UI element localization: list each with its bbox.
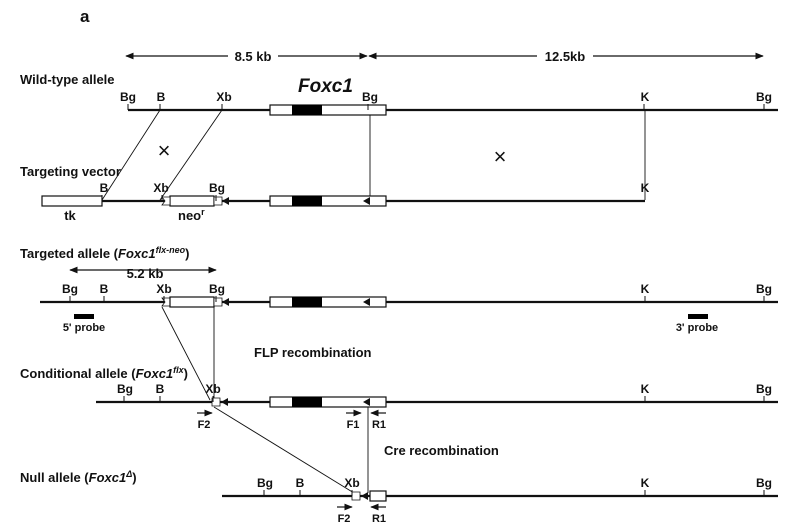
- frt-site: [213, 196, 223, 206]
- crossover-line: [101, 109, 161, 201]
- neo-label: neor: [178, 207, 205, 223]
- primer-label-f2: F2: [338, 513, 351, 525]
- loxp-site: [222, 197, 229, 205]
- loxp-site: [222, 298, 229, 306]
- panel-label: a: [80, 7, 90, 26]
- row-label-wild-type: Wild-type allele: [20, 72, 115, 87]
- gene-name: Foxc1: [298, 76, 353, 97]
- tk-label: tk: [64, 208, 76, 223]
- site-bg: Bg: [756, 282, 772, 296]
- wild-type-exon: [269, 104, 387, 116]
- targeting-exon: [269, 195, 387, 207]
- wild-type-exon-core: [292, 105, 322, 115]
- five-prime-probe: [74, 314, 94, 319]
- primer-label-f2: F2: [198, 419, 211, 431]
- row-label-targeted-allele: Targeted allele (Foxc1flx-neo): [20, 245, 189, 261]
- three-prime-probe: [688, 314, 708, 319]
- crossover-symbol: ×: [494, 144, 507, 169]
- targeted-exon-core: [292, 297, 322, 307]
- site-bg: Bg: [117, 382, 133, 396]
- site-b: B: [156, 382, 165, 396]
- three-prime-probe-label: 3' probe: [676, 322, 718, 334]
- frt-site: [213, 297, 223, 307]
- loxp-site: [363, 398, 370, 406]
- site-k: K: [641, 282, 650, 296]
- site-bg: Bg: [209, 282, 225, 296]
- site-xb: Xb: [344, 476, 359, 490]
- site-b: B: [157, 90, 166, 104]
- row-label-null-allele: Null allele (Foxc1Δ): [20, 469, 137, 485]
- tk-cassette: [41, 195, 103, 207]
- site-k: K: [641, 181, 650, 195]
- loxp-site: [363, 298, 370, 306]
- flp-recombination-label: FLP recombination: [254, 345, 372, 360]
- frt-site: [161, 196, 171, 206]
- targeting-exon-core: [292, 196, 322, 206]
- dimension-label-left: 8.5 kb: [235, 49, 272, 64]
- site-bg: Bg: [209, 181, 225, 195]
- site-k: K: [641, 476, 650, 490]
- conditional-exon: [269, 396, 387, 408]
- neo-cassette: [169, 195, 215, 207]
- site-xb: Xb: [156, 282, 171, 296]
- site-k: K: [641, 90, 650, 104]
- row-label-conditional-allele: Conditional allele (Foxc1flx): [20, 365, 188, 381]
- site-b: B: [100, 282, 109, 296]
- primer-label-r1: R1: [372, 419, 386, 431]
- crossover-line: [159, 109, 223, 201]
- site-bg: Bg: [257, 476, 273, 490]
- site-xb: Xb: [153, 181, 168, 195]
- site-bg: Bg: [756, 382, 772, 396]
- cre-connector: [213, 406, 355, 494]
- site-k: K: [641, 382, 650, 396]
- loxp-site: [361, 492, 368, 500]
- primer-label-r1: R1: [372, 513, 386, 525]
- site-xb: Xb: [205, 382, 220, 396]
- crossover-symbol: ×: [158, 138, 171, 163]
- site-bg: Bg: [756, 90, 772, 104]
- site-bg: Bg: [756, 476, 772, 490]
- site-bg: Bg: [120, 90, 136, 104]
- site-b: B: [296, 476, 305, 490]
- loxp-site: [363, 197, 370, 205]
- site-bg: Bg: [362, 90, 378, 104]
- dimension-label-right: 12.5kb: [545, 49, 586, 64]
- site-xb: Xb: [216, 90, 231, 104]
- neo-cassette: [169, 296, 215, 308]
- frt-site: [351, 491, 361, 501]
- site-b: B: [100, 181, 109, 195]
- targeted-exon: [269, 296, 387, 308]
- loxp-site: [221, 398, 228, 406]
- five-prime-probe-label: 5' probe: [63, 322, 105, 334]
- cre-recombination-label: Cre recombination: [384, 443, 499, 458]
- targeted-dimension-label: 5.2 kb: [127, 266, 164, 281]
- null-exon-remnant: [369, 490, 387, 502]
- frt-site: [211, 397, 221, 407]
- conditional-exon-core: [292, 397, 322, 407]
- primer-label-f1: F1: [347, 419, 360, 431]
- site-bg: Bg: [62, 282, 78, 296]
- flp-connector: [161, 306, 211, 401]
- row-label-targeting-vector: Targeting vector: [20, 164, 121, 179]
